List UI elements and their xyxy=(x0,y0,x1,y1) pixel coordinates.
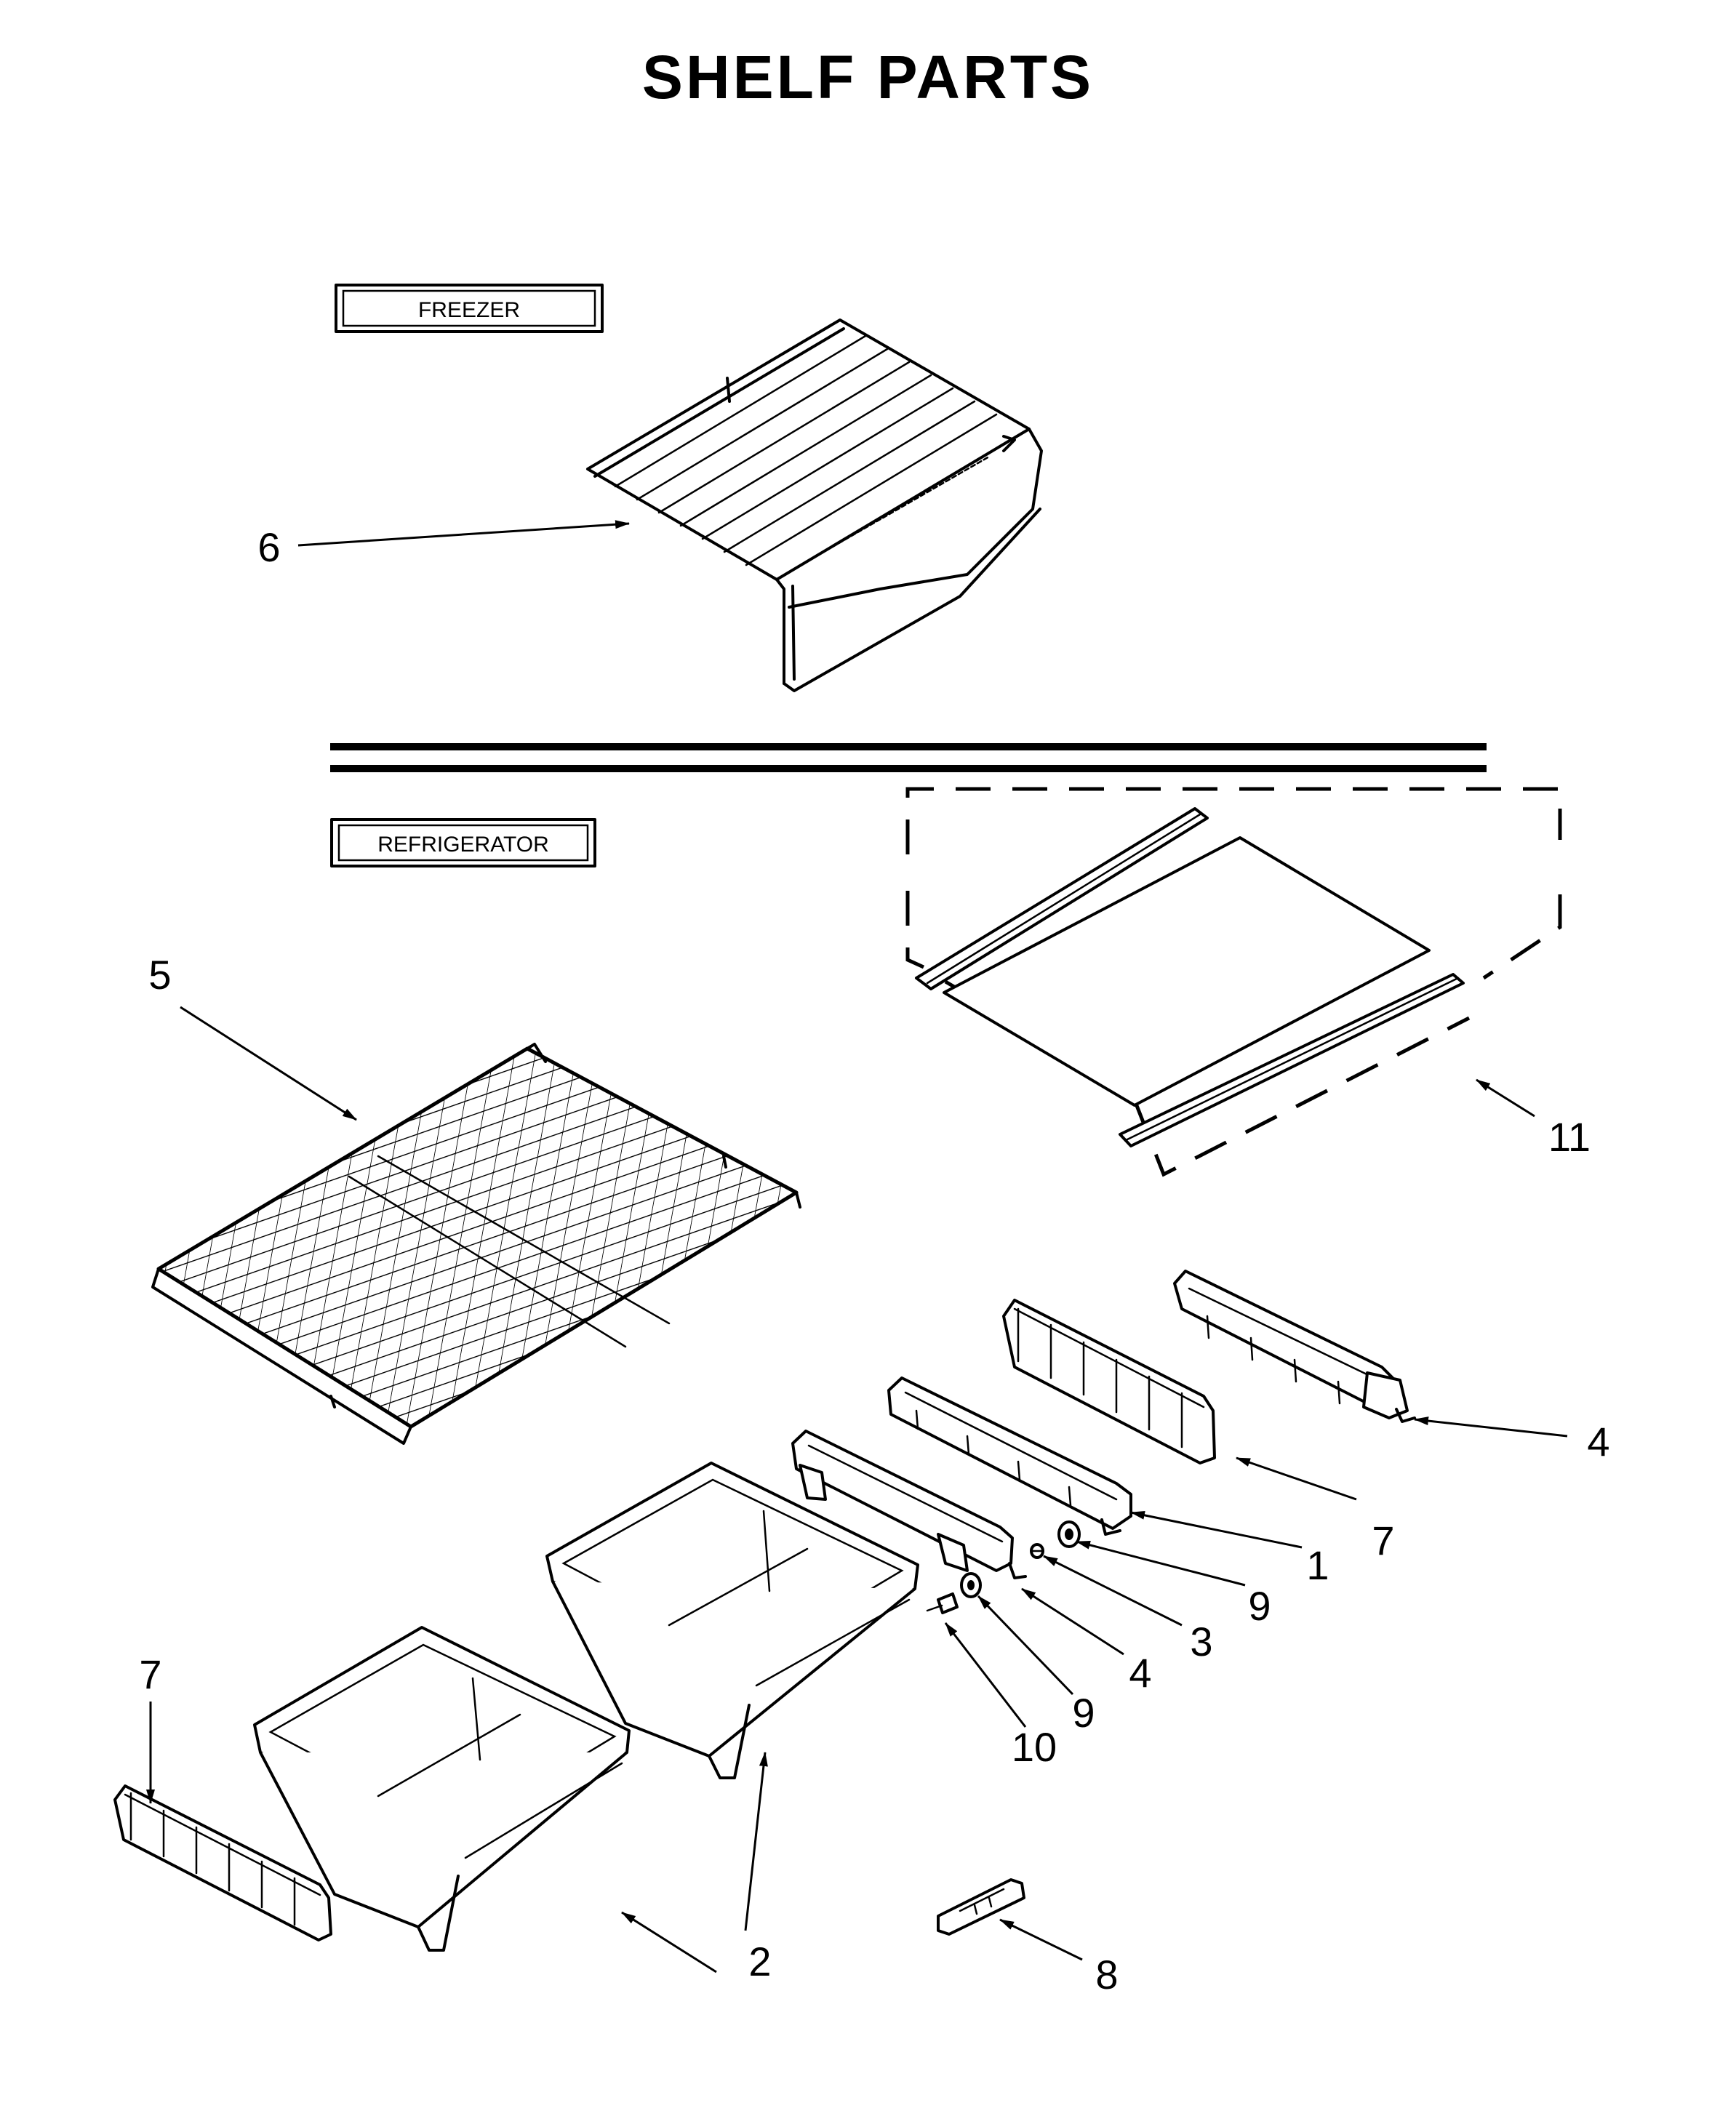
callout-3: 3 xyxy=(1190,1619,1212,1664)
callout-1: 1 xyxy=(1306,1542,1329,1588)
part-10-screw xyxy=(926,1592,959,1614)
part-2-crisper-drawer-upper xyxy=(545,1462,919,1779)
freezer-label: FREEZER xyxy=(418,298,520,322)
callout-labels: 6 5 11 4 7 1 9 3 4 9 10 7 2 8 xyxy=(139,524,1609,1997)
part-9-roller-lower xyxy=(960,1572,982,1598)
callout-10: 10 xyxy=(1012,1724,1057,1770)
section-divider xyxy=(330,743,1487,772)
callout-8: 8 xyxy=(1095,1952,1118,1997)
part-5-refrigerator-shelf xyxy=(151,1043,801,1445)
part-11-glass-shelf-kit xyxy=(905,787,1562,1177)
callout-9-upper: 9 xyxy=(1248,1583,1271,1629)
part-4-drawer-slide-right xyxy=(1173,1270,1416,1423)
part-6-freezer-shelf xyxy=(586,318,1043,692)
callout-6: 6 xyxy=(257,524,280,570)
callout-2: 2 xyxy=(748,1939,771,1984)
part-4-drawer-slide-left xyxy=(791,1430,1027,1579)
callout-5: 5 xyxy=(148,952,171,998)
callout-4-upper: 4 xyxy=(1587,1419,1609,1464)
refrigerator-label: REFRIGERATOR xyxy=(377,833,549,857)
part-1-center-slide xyxy=(887,1376,1132,1536)
callout-7-lower: 7 xyxy=(139,1651,161,1697)
callout-11: 11 xyxy=(1548,1114,1591,1160)
callout-leaders xyxy=(146,520,1568,1973)
part-2-crisper-drawer-lower xyxy=(253,1626,631,1952)
part-8-clip xyxy=(937,1878,1025,1936)
callout-7-upper: 7 xyxy=(1372,1518,1394,1563)
part-3-screw xyxy=(1030,1543,1044,1559)
refrigerator-label-box: REFRIGERATOR xyxy=(330,818,596,867)
callout-4-lower: 4 xyxy=(1129,1650,1151,1696)
part-7-slide-cover-lower xyxy=(113,1784,332,1941)
page-title: SHELF PARTS xyxy=(641,43,1095,111)
part-9-roller-upper xyxy=(1057,1520,1081,1548)
callout-9-lower: 9 xyxy=(1072,1690,1095,1736)
freezer-label-box: FREEZER xyxy=(335,284,604,333)
part-7-slide-cover-upper xyxy=(1002,1299,1216,1464)
